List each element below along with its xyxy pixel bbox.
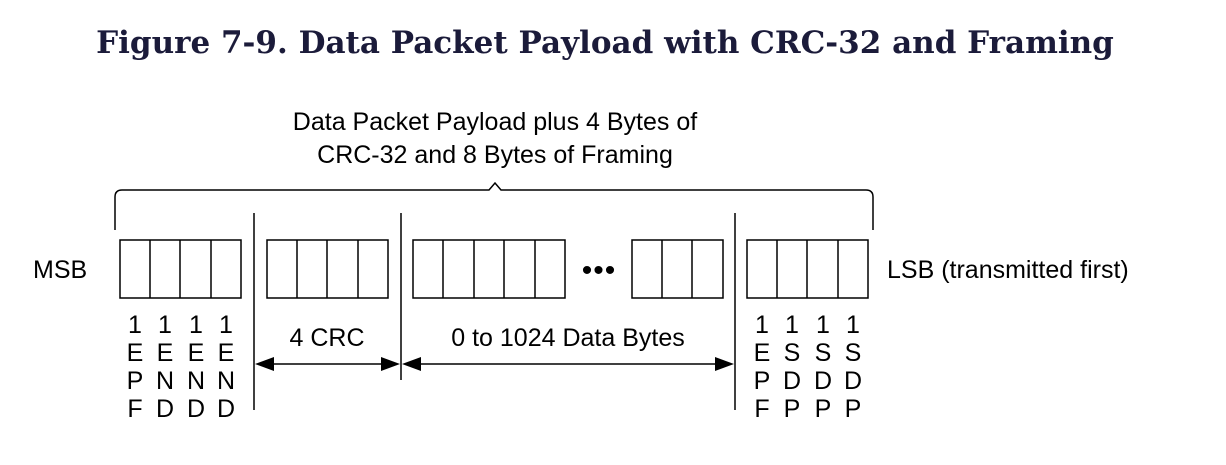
start-framing-char: F bbox=[754, 395, 769, 423]
data-span-arrow bbox=[402, 357, 734, 371]
end-framing-char: P bbox=[127, 367, 144, 395]
start-framing-char: 1 bbox=[846, 311, 860, 339]
start-framing-char: 1 bbox=[785, 311, 799, 339]
end-framing-char: N bbox=[187, 367, 205, 395]
start-framing-char: D bbox=[844, 367, 862, 395]
start-framing-char: 1 bbox=[816, 311, 830, 339]
msb-label: MSB bbox=[33, 256, 87, 284]
crc-bytes bbox=[266, 239, 389, 299]
data-bytes-leading bbox=[412, 239, 566, 299]
end-framing-char: D bbox=[156, 395, 174, 423]
end-framing-char: D bbox=[187, 395, 205, 423]
start-framing-char: D bbox=[814, 367, 832, 395]
start-framing-char: P bbox=[845, 395, 862, 423]
lsb-label: LSB (transmitted first) bbox=[887, 256, 1129, 284]
end-framing-char: F bbox=[127, 395, 142, 423]
start-framing-char: P bbox=[784, 395, 801, 423]
end-framing-char: E bbox=[157, 339, 174, 367]
start-framing-char: S bbox=[784, 339, 801, 367]
brace-label-line2: CRC-32 and 8 Bytes of Framing bbox=[317, 141, 673, 169]
ellipsis: ••• bbox=[582, 254, 617, 287]
start-framing-char: E bbox=[754, 339, 771, 367]
crc-label: 4 CRC bbox=[289, 324, 364, 352]
start-framing-char: 1 bbox=[755, 311, 769, 339]
end-framing-char: 1 bbox=[158, 311, 172, 339]
end-framing-char: D bbox=[217, 395, 235, 423]
start-framing-char: S bbox=[815, 339, 832, 367]
payload-brace bbox=[114, 181, 874, 230]
end-framing-char: 1 bbox=[128, 311, 142, 339]
start-framing-char: D bbox=[783, 367, 801, 395]
end-framing-char: E bbox=[188, 339, 205, 367]
end-framing-char: E bbox=[127, 339, 144, 367]
end-framing-char: E bbox=[218, 339, 235, 367]
start-framing-char: S bbox=[845, 339, 862, 367]
data-bytes-trailing bbox=[631, 239, 724, 299]
data-bytes-label: 0 to 1024 Data Bytes bbox=[451, 324, 684, 352]
end-framing-char: 1 bbox=[189, 311, 203, 339]
end-framing-char: N bbox=[217, 367, 235, 395]
start-framing-bytes bbox=[746, 239, 869, 299]
start-framing-char: P bbox=[815, 395, 832, 423]
figure-title: Figure 7-9. Data Packet Payload with CRC… bbox=[96, 25, 1114, 61]
end-framing-char: N bbox=[156, 367, 174, 395]
brace-label-line1: Data Packet Payload plus 4 Bytes of bbox=[293, 108, 697, 136]
start-framing-char: P bbox=[754, 367, 771, 395]
end-framing-bytes bbox=[119, 239, 242, 299]
crc-span-arrow bbox=[255, 357, 400, 371]
end-framing-char: 1 bbox=[219, 311, 233, 339]
